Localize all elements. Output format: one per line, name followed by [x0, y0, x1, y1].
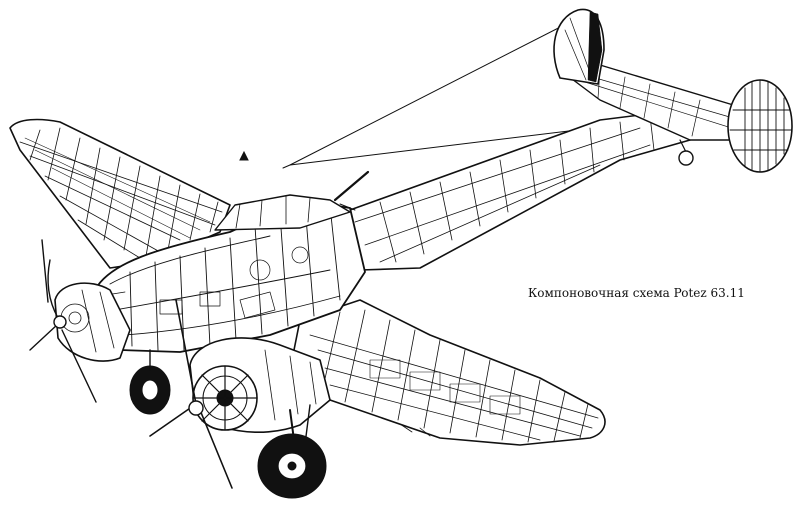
small-marker: [239, 150, 249, 161]
right-wing: [289, 299, 606, 446]
caption: Компоновочная схема Potez 63.11: [528, 286, 745, 300]
right-engine: [149, 299, 331, 489]
rear-fuselage: [349, 109, 691, 271]
right-landing-gear: [257, 404, 327, 499]
fin-left: [553, 8, 605, 85]
left-engine: [29, 239, 131, 403]
aileron-hinges: [399, 423, 431, 437]
tail-wheel: [678, 139, 694, 166]
left-wing: [9, 118, 231, 269]
left-landing-gear: [129, 349, 171, 415]
fin-right: [727, 79, 793, 173]
